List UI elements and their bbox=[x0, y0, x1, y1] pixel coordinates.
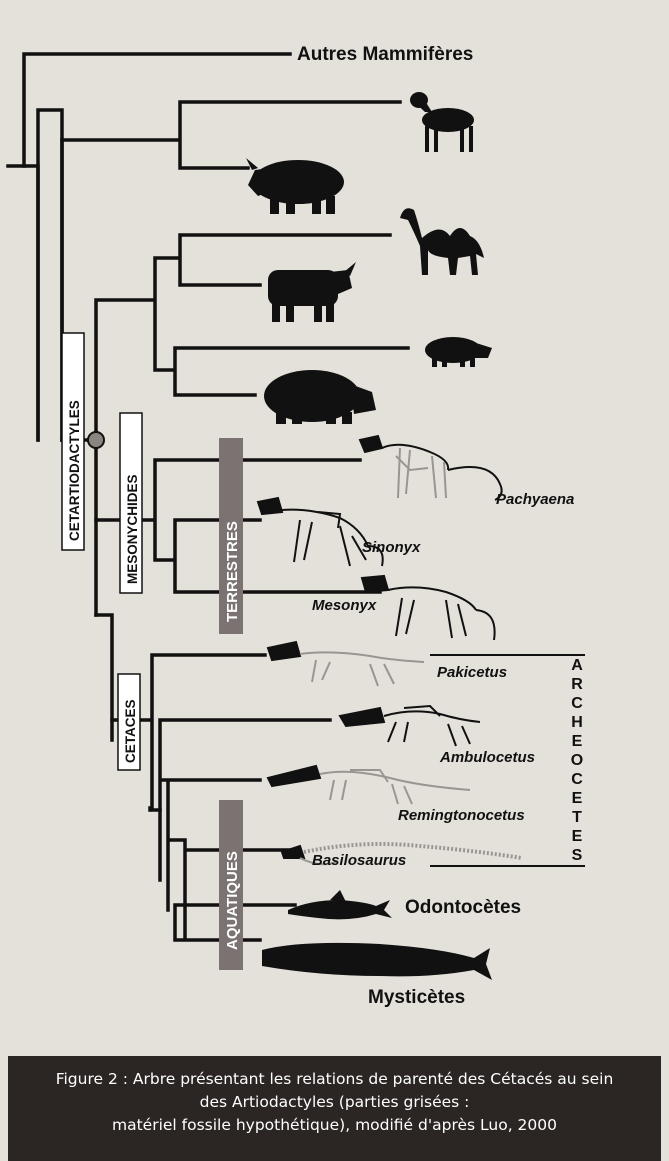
phylogenetic-tree: Autres Mammifères Pachyaena Sinonyx Meso… bbox=[0, 0, 669, 1056]
label-autres-mammiferes: Autres Mammifères bbox=[297, 44, 473, 65]
label-cetartiodactyles: CETARTIODACTYLES bbox=[67, 400, 82, 541]
mesonyx-skeleton-icon bbox=[362, 576, 495, 640]
archeocetes-letter: E bbox=[572, 828, 583, 845]
label-mesonyx: Mesonyx bbox=[312, 597, 377, 614]
whale-icon bbox=[262, 943, 492, 980]
camel-icon bbox=[400, 208, 484, 275]
archeocetes-letter: T bbox=[572, 809, 582, 826]
caption-line-1: Figure 2 : Arbre présentant les relation… bbox=[8, 1068, 661, 1091]
sheep-icon bbox=[410, 92, 474, 152]
label-terrestres: TERRESTRES bbox=[224, 521, 241, 622]
pig-icon bbox=[425, 337, 492, 367]
cetartiodactyla-node-dot bbox=[88, 432, 104, 448]
archeocetes-letter: R bbox=[571, 676, 583, 693]
label-pachyaena: Pachyaena bbox=[496, 491, 574, 508]
label-sinonyx: Sinonyx bbox=[362, 539, 421, 556]
archeocetes-letter: E bbox=[572, 790, 583, 807]
label-mysticetes: Mysticètes bbox=[368, 987, 465, 1008]
label-ambulocetus: Ambulocetus bbox=[439, 749, 535, 766]
archeocetes-letter: E bbox=[572, 733, 583, 750]
archeocetes-letter: A bbox=[571, 657, 583, 674]
rhinoceros-icon bbox=[246, 158, 344, 214]
archeocetes-letter: S bbox=[572, 847, 583, 864]
ox-icon bbox=[268, 262, 356, 322]
hippopotamus-icon bbox=[264, 370, 376, 424]
label-mesonychides: MESONYCHIDES bbox=[125, 474, 140, 584]
caption-line-3: matériel fossile hypothétique), modifié … bbox=[8, 1114, 661, 1137]
dolphin-icon bbox=[288, 890, 392, 919]
label-archeocetes: A R C H E O C E T E S bbox=[571, 657, 583, 864]
remingtonocetus-skeleton-icon bbox=[268, 766, 470, 804]
archeocetes-letter: H bbox=[571, 714, 583, 731]
archeocetes-letter: O bbox=[571, 752, 583, 769]
pachyaena-skeleton-icon bbox=[360, 436, 502, 500]
caption-line-2: des Artiodactyles (parties grisées : bbox=[8, 1091, 661, 1114]
label-pakicetus: Pakicetus bbox=[437, 664, 507, 681]
label-aquatiques: AQUATIQUES bbox=[224, 851, 241, 950]
label-basilosaurus: Basilosaurus bbox=[312, 852, 406, 869]
label-remingtonocetus: Remingtonocetus bbox=[398, 807, 525, 824]
label-odontocetes: Odontocètes bbox=[405, 897, 521, 918]
pakicetus-skeleton-icon bbox=[268, 642, 424, 686]
archeocetes-letter: C bbox=[571, 771, 583, 788]
figure-caption: Figure 2 : Arbre présentant les relation… bbox=[8, 1056, 661, 1161]
label-cetaces: CETACES bbox=[123, 699, 138, 763]
ambulocetus-skeleton-icon bbox=[340, 706, 480, 746]
archeocetes-letter: C bbox=[571, 695, 583, 712]
